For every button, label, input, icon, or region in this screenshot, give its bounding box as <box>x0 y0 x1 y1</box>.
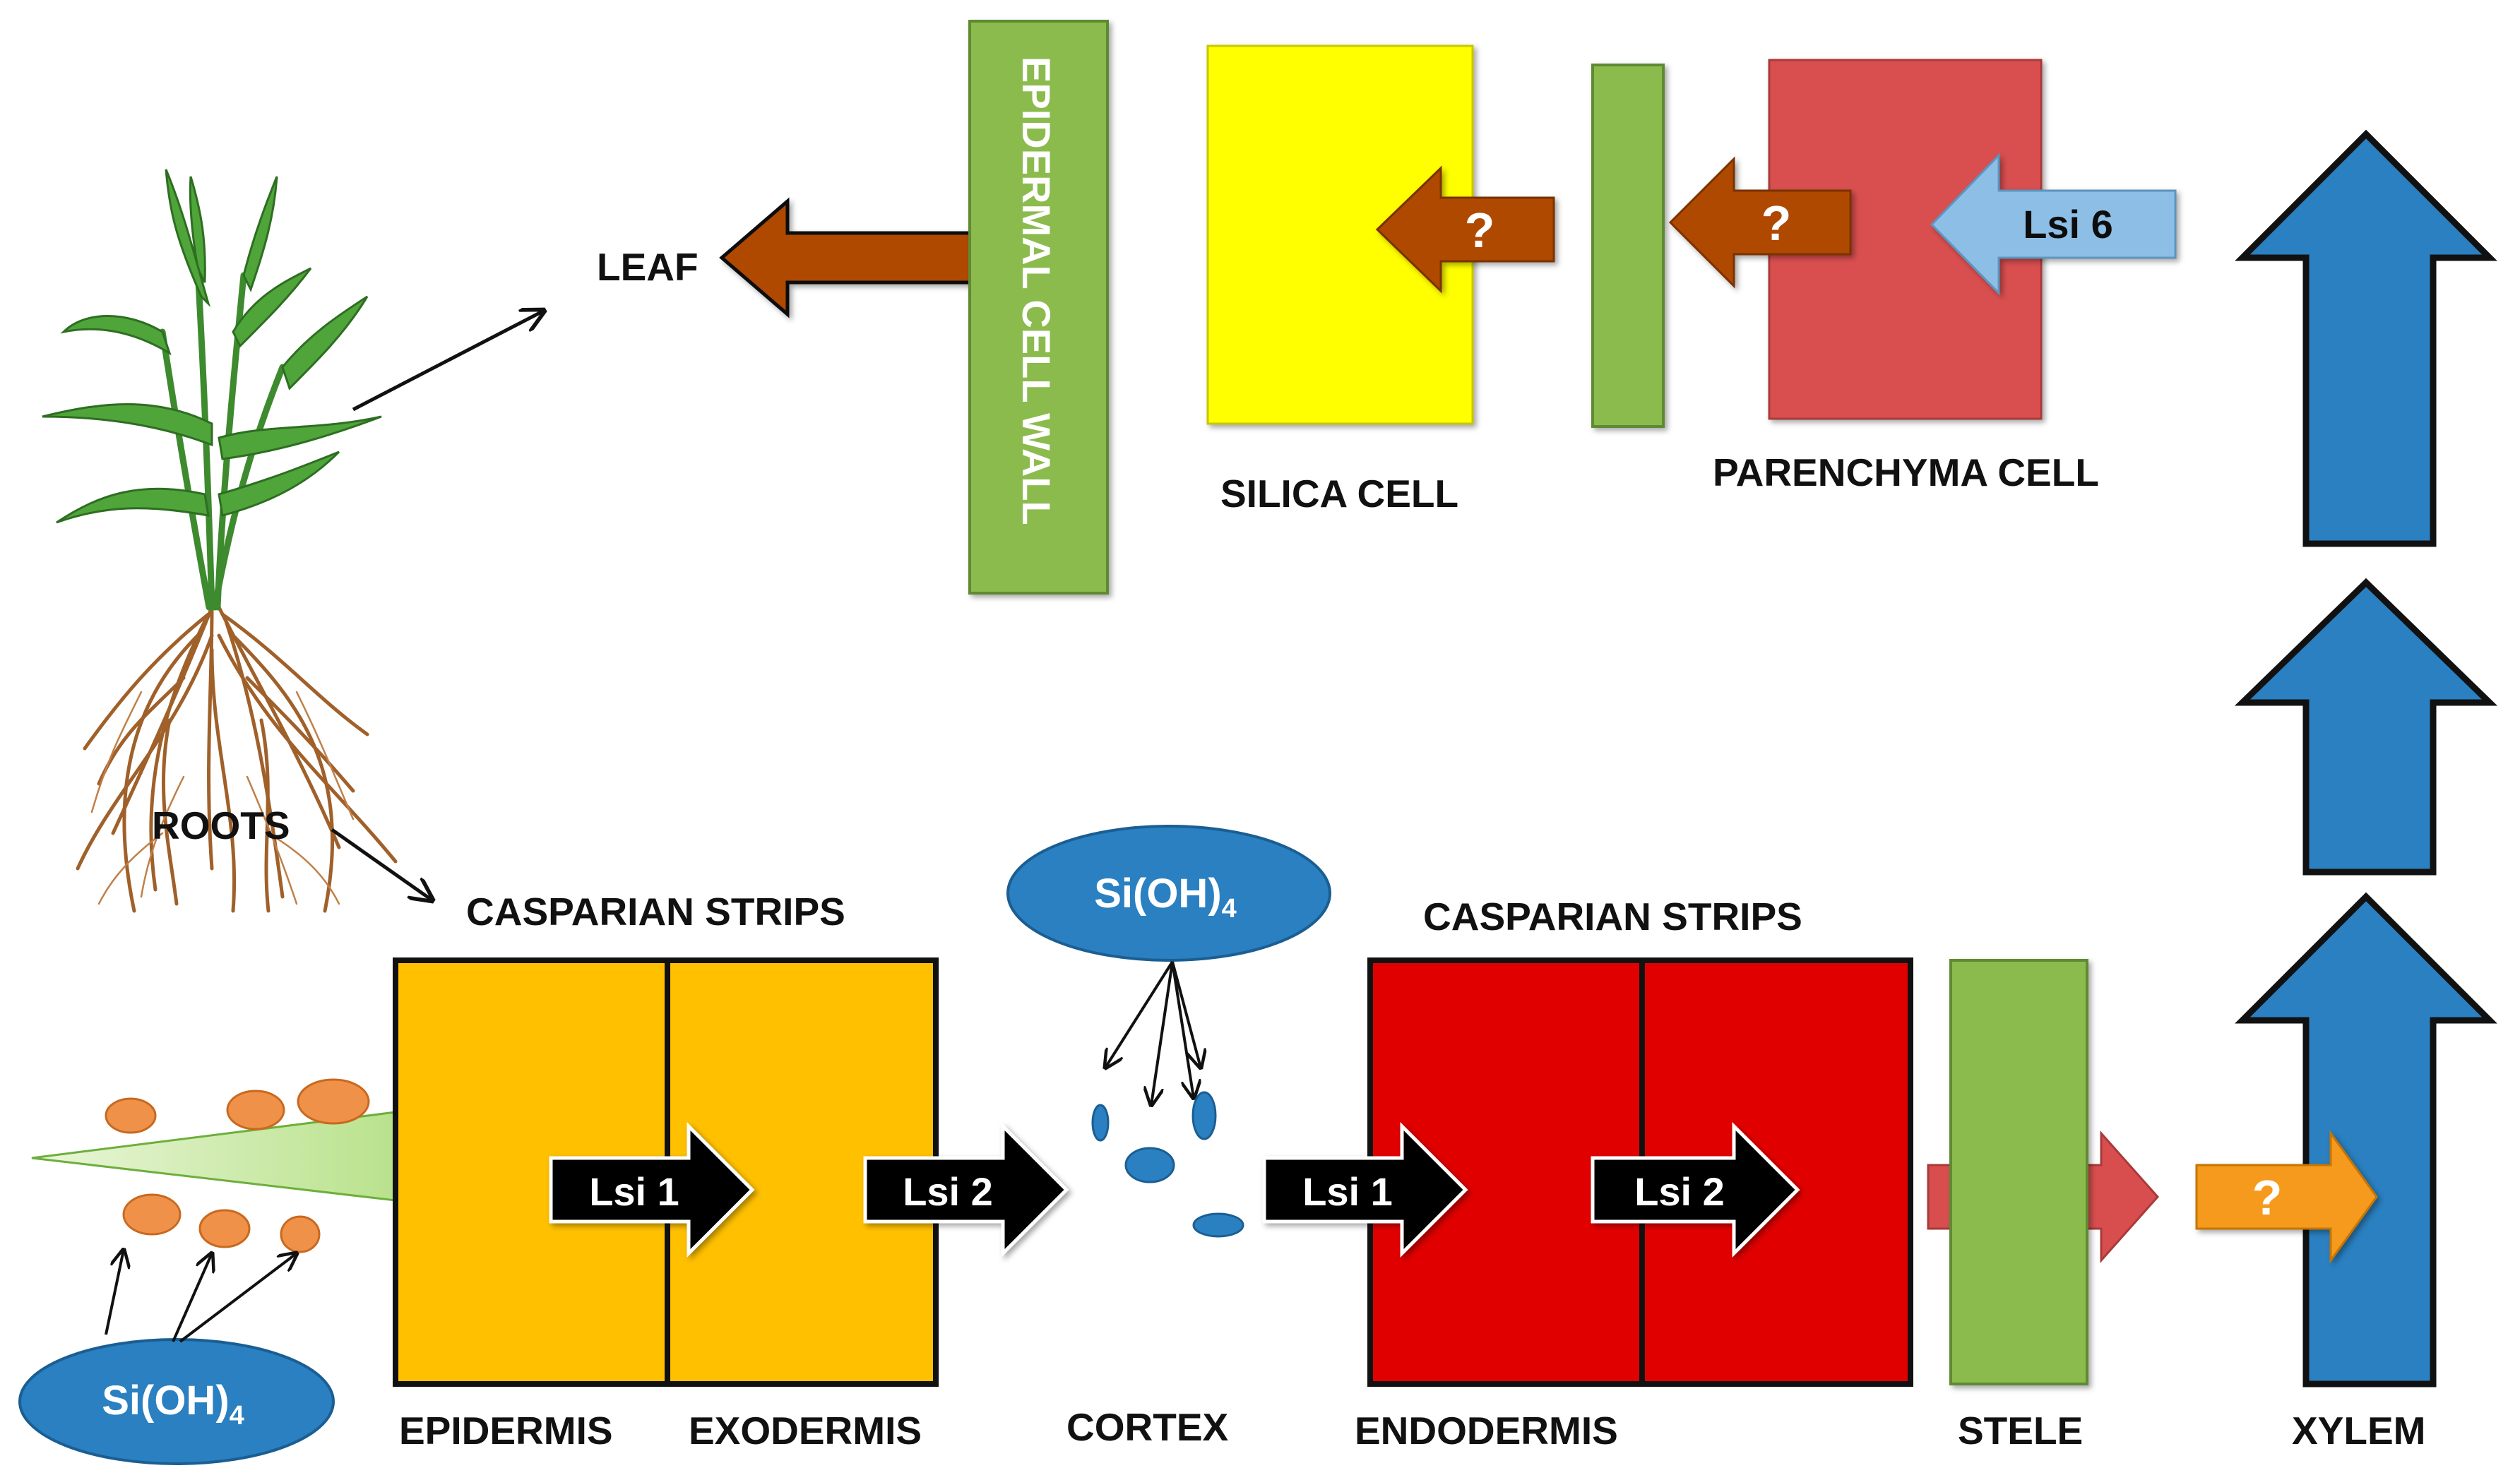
svg-text:Si(OH)4: Si(OH)4 <box>102 1378 244 1431</box>
soil-particles <box>105 1078 370 1253</box>
silicic-acid-cortex-sub: 4 <box>1222 894 1237 924</box>
stele-box <box>1949 959 2088 1385</box>
cortex-diffusion-arrow <box>1105 960 1174 1068</box>
lsi1-label-a: Lsi 1 <box>589 1169 679 1214</box>
svg-text:Si(OH)4: Si(OH)4 <box>1094 871 1237 924</box>
cortex-diffusion-arrow <box>1171 961 1194 1098</box>
unknown-transporter-arrow-2: ? <box>1668 156 1852 289</box>
soil-particle <box>105 1097 157 1134</box>
cortex-diffusion-arrow <box>1151 961 1174 1105</box>
lsi1-transporter-arrow-a: Lsi 1 <box>549 1121 755 1258</box>
cortex-particle <box>1091 1104 1110 1142</box>
soil-uptake-arrow <box>179 1253 297 1343</box>
leaf-label: LEAF <box>597 245 699 289</box>
exodermis-label: EXODERMIS <box>689 1409 922 1452</box>
endodermis-label: ENDODERMIS <box>1355 1409 1618 1452</box>
leaves-drawing <box>42 169 382 524</box>
lsi2-transporter-arrow-b: Lsi 2 <box>1591 1121 1800 1258</box>
xylem-arrow-bottom <box>2235 892 2497 1388</box>
lsi1-label-b: Lsi 1 <box>1302 1169 1393 1214</box>
silicic-acid-cortex-ellipse <box>1006 825 1331 962</box>
silica-cell-label: SILICA CELL <box>1220 472 1458 515</box>
silicic-acid-cortex-base: Si(OH) <box>1094 871 1221 917</box>
leaf-pointer-arrow <box>352 311 544 412</box>
epidermal-cell-wall-box <box>968 20 1109 595</box>
casparian-strips-label-right: CASPARIAN STRIPS <box>1423 895 1802 938</box>
cortex-label: CORTEX <box>1066 1405 1229 1449</box>
lsi2-label-b: Lsi 2 <box>1634 1169 1725 1214</box>
silicic-acid-cortex: Si(OH)4 <box>1006 825 1331 962</box>
parenchyma-cell-label: PARENCHYMA CELL <box>1713 450 2099 494</box>
roots-pointer-arrow <box>331 828 432 900</box>
cortex-particles <box>1091 1091 1244 1238</box>
stele-label: STELE <box>1958 1409 2083 1452</box>
soil-particle <box>122 1193 182 1236</box>
xylem-label: XYLEM <box>2292 1409 2425 1452</box>
lsi1-transporter-arrow-b: Lsi 1 <box>1262 1121 1468 1258</box>
soil-particle <box>226 1090 285 1130</box>
plant-illustration <box>42 169 398 913</box>
soil-uptake-arrow <box>172 1253 212 1342</box>
xylem-up-arrows <box>2234 129 2498 1388</box>
unknown-transporter-label-3: ? <box>2252 1170 2283 1225</box>
silicic-acid-soil: Si(OH)4 <box>18 1338 335 1465</box>
cortex-diffusion-arrow <box>1171 961 1201 1068</box>
soil-particle <box>297 1078 370 1125</box>
roots-label: ROOTS <box>152 804 290 847</box>
epidermal-cell-wall-label: EPIDERMAL CELL WALL <box>1014 56 1059 525</box>
xylem-arrow-middle <box>2234 578 2498 876</box>
lsi6-transporter-arrow: Lsi 6 <box>1930 153 2177 296</box>
leaf-cell-wall-box <box>1591 64 1665 428</box>
casparian-strips-label-left: CASPARIAN STRIPS <box>466 890 845 933</box>
leaf-outflow-arrow <box>719 197 998 318</box>
cortex-particle <box>1191 1091 1217 1140</box>
soil-particle <box>198 1209 251 1248</box>
cortex-particle <box>1192 1212 1244 1238</box>
lsi6-label: Lsi 6 <box>2023 202 2113 246</box>
epidermis-label: EPIDERMIS <box>399 1409 613 1452</box>
silicic-acid-soil-sub: 4 <box>230 1401 244 1431</box>
silicic-acid-soil-base: Si(OH) <box>102 1378 229 1424</box>
cortex-particle <box>1124 1147 1175 1183</box>
unknown-transporter-arrow-3: ? <box>2195 1130 2378 1264</box>
lsi2-transporter-arrow-a: Lsi 2 <box>863 1121 1069 1258</box>
unknown-transporter-label-1: ? <box>1465 203 1495 258</box>
xylem-arrow-top <box>2235 129 2497 547</box>
soil-particle <box>280 1215 321 1253</box>
soil-uptake-arrow <box>105 1250 124 1335</box>
unknown-transporter-label-2: ? <box>1761 196 1792 251</box>
lsi2-label-a: Lsi 2 <box>903 1169 993 1214</box>
silicic-acid-soil-ellipse <box>18 1338 335 1465</box>
unknown-transporter-arrow-1: ? <box>1375 165 1555 294</box>
soil-solution-wedge <box>31 1111 397 1202</box>
